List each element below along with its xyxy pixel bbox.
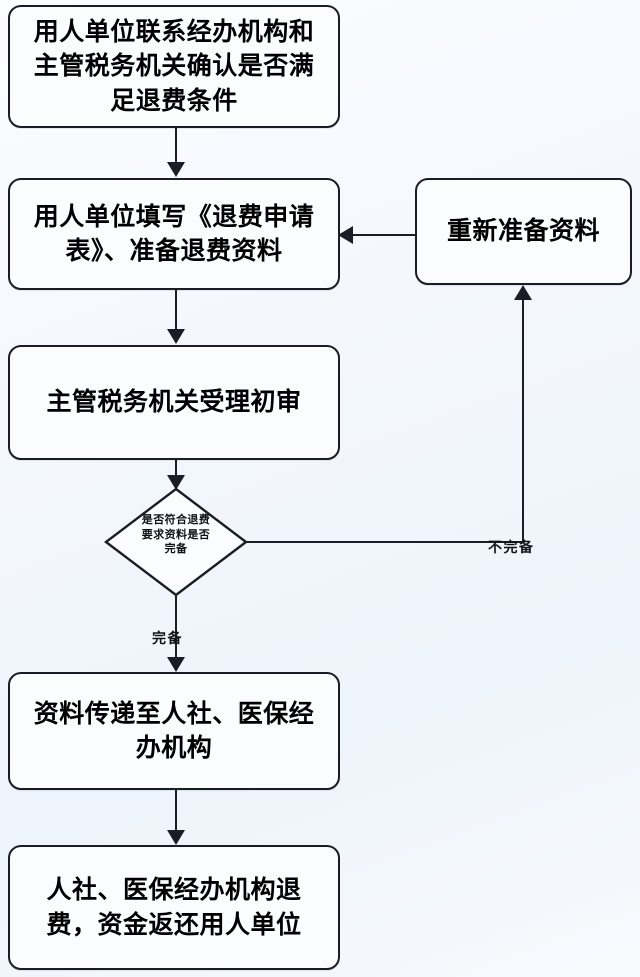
connector-step3-to-decision xyxy=(175,460,177,477)
arrowhead-rework-to-step2 xyxy=(338,226,353,244)
edge-label-incomplete: 不完备 xyxy=(488,539,535,555)
arrowhead-step3-to-decision xyxy=(167,475,185,490)
edge-label-complete: 完备 xyxy=(152,630,183,646)
node-decision[interactable]: 是否符合退费 要求资料是否 完备 xyxy=(104,487,248,597)
arrowhead-step1-to-step2 xyxy=(167,162,185,177)
node-step6-label: 人社、医保经办机构退费，资金返还用人单位 xyxy=(46,876,302,939)
node-decision-label: 是否符合退费 要求资料是否 完备 xyxy=(112,513,240,557)
connector-step5-to-step6 xyxy=(175,790,177,832)
node-decision-line2: 要求资料是否 xyxy=(141,528,211,541)
arrowhead-decision-to-rework xyxy=(514,285,532,300)
node-decision-line3: 完备 xyxy=(164,543,188,556)
node-step5[interactable]: 资料传递至人社、医保经办机构 xyxy=(8,672,340,790)
arrowhead-step5-to-step6 xyxy=(167,830,185,845)
node-step1-label: 用人单位联系经办机构和主管税务机关确认是否满足退费条件 xyxy=(33,17,315,115)
node-rework[interactable]: 重新准备资料 xyxy=(415,178,632,285)
node-rework-label: 重新准备资料 xyxy=(446,217,600,246)
connector-decision-to-step5 xyxy=(175,595,177,658)
node-step3-label: 主管税务机关受理初审 xyxy=(46,388,302,417)
node-decision-line1: 是否符合退费 xyxy=(141,514,211,526)
connector-decision-to-rework-vertical xyxy=(522,299,524,542)
connector-rework-to-step2 xyxy=(352,234,415,236)
arrowhead-step2-to-step3 xyxy=(167,329,185,344)
arrowhead-decision-to-step5 xyxy=(167,657,185,672)
node-step2[interactable]: 用人单位填写《退费申请表》、准备退费资料 xyxy=(8,178,340,290)
node-step6[interactable]: 人社、医保经办机构退费，资金返还用人单位 xyxy=(8,845,340,970)
node-step2-label: 用人单位填写《退费申请表》、准备退费资料 xyxy=(33,202,315,266)
node-step1[interactable]: 用人单位联系经办机构和主管税务机关确认是否满足退费条件 xyxy=(8,5,340,128)
connector-step1-to-step2 xyxy=(175,128,177,164)
node-step3[interactable]: 主管税务机关受理初审 xyxy=(8,345,340,460)
node-step5-label: 资料传递至人社、医保经办机构 xyxy=(33,699,315,763)
connector-decision-to-rework-horizontal xyxy=(246,541,524,543)
connector-step2-to-step3 xyxy=(175,290,177,330)
